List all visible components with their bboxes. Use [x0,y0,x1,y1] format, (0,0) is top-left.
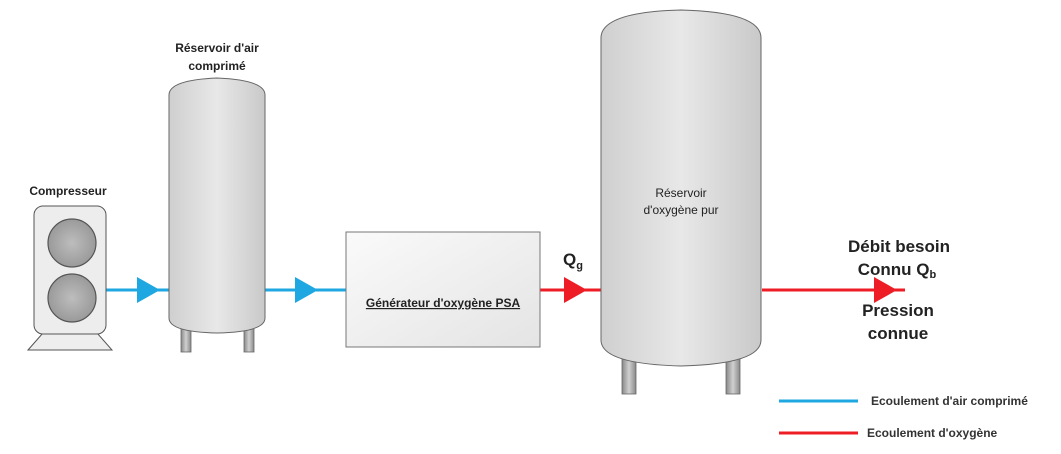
oxygen-tank-label-line1: Réservoir [655,186,706,200]
air-tank-label-line2: comprimé [188,59,246,73]
demand-subscript: b [930,269,937,281]
compressor [26,205,114,351]
compressor-label: Compresseur [29,184,107,198]
oxygen-tank [600,9,762,395]
air-flow-arrow-1 [137,277,160,303]
psa-generator-label: Générateur d'oxygène PSA [366,296,521,310]
legend-oxygen-label: Ecoulement d'oxygène [867,426,998,440]
oxygen-flow-arrow-2 [874,277,897,303]
demand-label-line1: Débit besoin [848,237,950,256]
qg-label: Qg [563,250,583,272]
legend-air-label: Ecoulement d'air comprimé [871,394,1028,408]
oxygen-tank-label-line2: d'oxygène pur [643,203,718,217]
pressure-label-line1: Pression [862,301,934,320]
qg-main: Q [563,250,576,269]
air-tank [168,77,266,353]
qg-subscript: g [576,260,583,272]
air-tank-label-line1: Réservoir d'air [175,41,259,55]
demand-label-line2: Connu Qb [858,260,937,281]
pressure-label-line2: connue [868,324,928,343]
demand-main: Connu Q [858,260,930,279]
psa-generator-box [345,231,541,348]
air-flow-arrow-2 [295,277,318,303]
oxygen-flow-arrow-1 [564,277,587,303]
legend: Ecoulement d'air comprimé Ecoulement d'o… [779,394,1028,440]
